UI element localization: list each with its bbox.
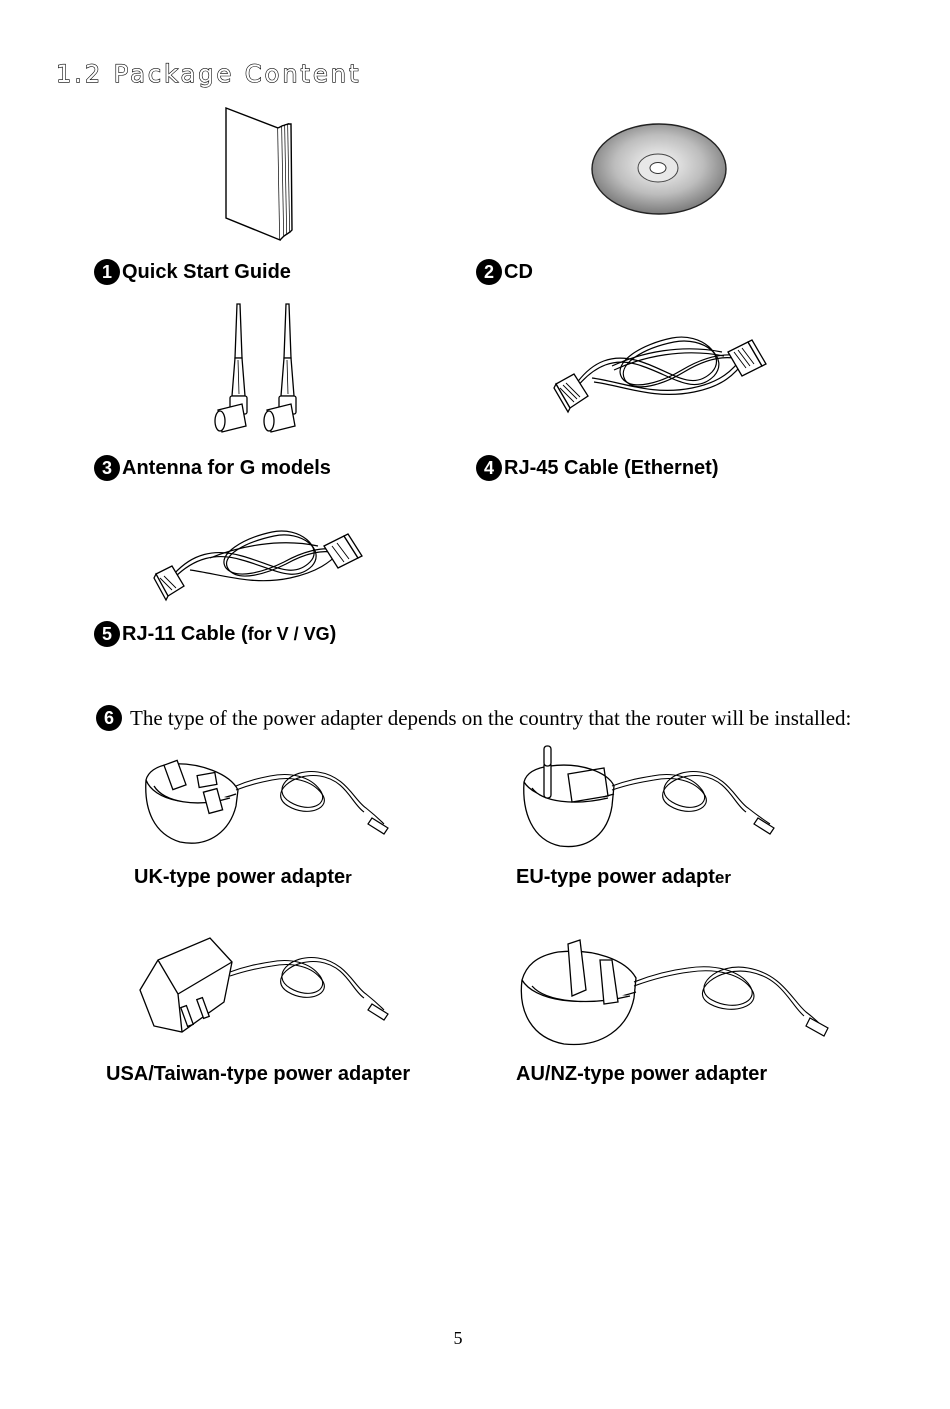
item-5-text: RJ-11 Cable ( — [122, 622, 248, 645]
item-4-text: RJ-45 Cable (Ethernet) — [504, 456, 719, 479]
adapter-intro-text: The type of the power adapter depends on… — [130, 705, 852, 730]
eu-adapter-icon — [520, 740, 784, 850]
item-5-text-end: ) — [329, 622, 337, 645]
item-1-text: Quick Start Guide — [122, 260, 291, 283]
booklet-icon — [222, 106, 294, 242]
usa-adapter-label-text: USA/Taiwan-type power adapter — [106, 1063, 411, 1085]
rj11-cable-icon — [152, 518, 370, 604]
item-5-text-small: for V / VG — [247, 623, 330, 644]
eu-adapter-label: EU-type power adapter — [516, 866, 731, 889]
number-badge-5: 5 — [94, 621, 120, 647]
adapter-intro: 6 The type of the power adapter depends … — [96, 705, 851, 731]
aunz-adapter-label: AU/NZ-type power adapter — [516, 1063, 767, 1086]
section-title: 1.2 Package Content — [55, 59, 362, 88]
usa-adapter-label: USA/Taiwan-type power adapter — [106, 1063, 410, 1086]
item-3-text: Antenna for G models — [122, 456, 331, 479]
aunz-adapter-icon — [518, 930, 830, 1046]
item-5-label: 5 RJ-11 Cable ( for V / VG ) — [94, 621, 336, 647]
number-badge-3: 3 — [94, 455, 120, 481]
number-badge-4: 4 — [476, 455, 502, 481]
eu-adapter-label-text: EU-type power adapt — [516, 866, 715, 888]
number-badge-1: 1 — [94, 259, 120, 285]
uk-adapter-label-tail: r — [345, 868, 352, 887]
rj45-cable-icon — [552, 322, 776, 416]
uk-adapter-icon — [140, 750, 392, 846]
item-3-label: 3 Antenna for G models — [94, 455, 331, 481]
uk-adapter-label: UK-type power adapter — [134, 866, 352, 889]
item-4-label: 4 RJ-45 Cable (Ethernet) — [476, 455, 719, 481]
item-2-label: 2 CD — [476, 259, 533, 285]
uk-adapter-label-text: UK-type power adapte — [134, 866, 346, 888]
item-2-text: CD — [504, 260, 533, 283]
eu-adapter-label-tail: er — [714, 868, 731, 887]
usa-adapter-icon — [138, 936, 392, 1036]
antenna-icon — [208, 300, 314, 440]
item-1-label: 1 Quick Start Guide — [94, 259, 291, 285]
number-badge-2: 2 — [476, 259, 502, 285]
number-badge-6: 6 — [96, 705, 122, 731]
cd-icon — [590, 122, 728, 216]
page-number: 5 — [453, 1328, 463, 1348]
aunz-adapter-label-text: AU/NZ-type power adapter — [516, 1063, 768, 1085]
